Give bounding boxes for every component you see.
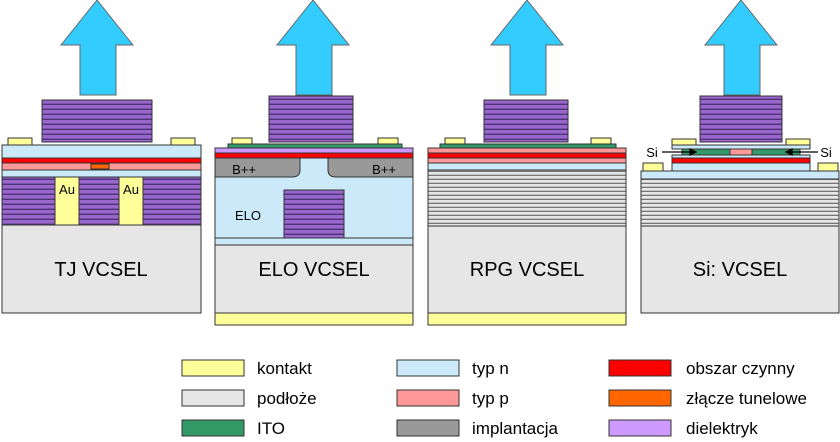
implant-region <box>327 157 414 178</box>
legend-label: obszar czynny <box>686 359 795 378</box>
legend-swatch <box>181 359 245 377</box>
legend-label: typ p <box>472 389 509 408</box>
contact-pad <box>231 137 253 145</box>
legend-swatch <box>181 389 245 407</box>
contact-pad <box>817 162 839 172</box>
legend-swatch <box>396 389 460 407</box>
legend-label: dielektryk <box>686 419 758 438</box>
n-layer <box>214 237 414 246</box>
top-dbr <box>483 99 569 143</box>
top-dbr <box>41 99 153 143</box>
device-rpg-vcsel: RPG VCSEL <box>427 0 627 326</box>
contact-bottom <box>214 312 414 326</box>
arrow-icon <box>662 148 818 156</box>
b-plus-label: B++ <box>372 162 396 177</box>
device-caption: Si: VCSEL <box>693 259 787 281</box>
n-layer <box>427 162 627 171</box>
tunnel-junction <box>90 163 110 170</box>
bottom-dbr <box>640 178 840 227</box>
contact-bottom <box>427 312 627 326</box>
substrate <box>427 225 627 314</box>
legend-item-implantacja: implantacja <box>396 419 559 438</box>
legend-swatch <box>608 359 672 377</box>
legend-label: podłoże <box>257 389 317 408</box>
n-mesa-base <box>671 162 811 172</box>
contact-pad <box>170 137 196 146</box>
device-elo-vcsel: B++ B++ ELO ELO VCSEL <box>214 0 414 326</box>
legend-swatch <box>396 419 460 437</box>
emission-arrow-icon <box>489 0 565 96</box>
active-region <box>671 157 811 164</box>
device-caption: RPG VCSEL <box>470 259 584 281</box>
legend-item-typ-n: typ n <box>396 359 509 378</box>
ito-layer <box>439 143 617 149</box>
contact-pad <box>671 138 697 146</box>
n-layer <box>1 169 202 178</box>
active-region <box>427 152 627 159</box>
top-dbr <box>268 95 354 143</box>
legend-label: złącze tunelowe <box>686 389 807 408</box>
active-region <box>1 157 202 164</box>
legend-swatch <box>608 419 672 437</box>
legend-item-podloze: podłoże <box>181 389 317 408</box>
legend: kontakt typ n obszar czynny podłoże typ … <box>181 359 807 438</box>
n-layer <box>640 170 840 180</box>
p-layer <box>427 157 627 164</box>
emission-arrow-icon <box>703 0 779 96</box>
si-label: Si <box>646 145 658 160</box>
emission-arrow-icon <box>275 0 351 96</box>
legend-label: typ n <box>472 359 509 378</box>
bottom-dbr <box>283 189 345 239</box>
contact-pad <box>642 162 664 172</box>
bottom-dbr <box>427 169 627 227</box>
device-tj-vcsel: Au Au TJ VCSEL <box>1 0 202 314</box>
legend-swatch <box>608 389 672 407</box>
legend-swatch <box>181 419 245 437</box>
legend-item-dielektryk: dielektryk <box>608 419 758 438</box>
legend-item-ito: ITO <box>181 419 285 438</box>
contact-pad <box>590 137 612 145</box>
au-label: Au <box>59 182 75 197</box>
si-label: Si <box>820 145 832 160</box>
active-region <box>214 152 414 159</box>
device-caption: TJ VCSEL <box>54 259 147 281</box>
substrate <box>1 224 202 314</box>
legend-item-kontakt: kontakt <box>181 359 312 378</box>
top-dbr <box>699 95 783 143</box>
contact-pad <box>377 137 399 145</box>
legend-swatch <box>396 359 460 377</box>
substrate <box>214 244 414 314</box>
contact-pad <box>444 137 466 145</box>
b-plus-label: B++ <box>232 162 256 177</box>
legend-item-obszar-czynny: obszar czynny <box>608 359 795 378</box>
substrate <box>640 225 840 314</box>
n-layer <box>1 144 202 159</box>
p-layer <box>427 147 627 154</box>
legend-item-typ-p: typ p <box>396 389 509 408</box>
emission-arrow-icon <box>59 0 135 96</box>
elo-label: ELO <box>235 208 261 223</box>
device-caption: ELO VCSEL <box>258 259 369 281</box>
bottom-dbr <box>1 176 202 226</box>
legend-label: ITO <box>257 419 285 438</box>
contact-pad <box>7 137 33 146</box>
legend-item-zlacze-tunelowe: złącze tunelowe <box>608 389 807 408</box>
legend-label: kontakt <box>257 359 312 378</box>
implant-region <box>214 157 301 178</box>
contact-pad <box>785 138 811 146</box>
legend-label: implantacja <box>472 419 559 438</box>
dielectric-layer <box>214 147 414 154</box>
device-si-vcsel: Si Si Si: VCSEL <box>640 0 840 314</box>
gold-post <box>54 176 80 226</box>
ito-layer <box>227 143 403 149</box>
n-layer <box>671 144 811 150</box>
au-label: Au <box>123 182 139 197</box>
